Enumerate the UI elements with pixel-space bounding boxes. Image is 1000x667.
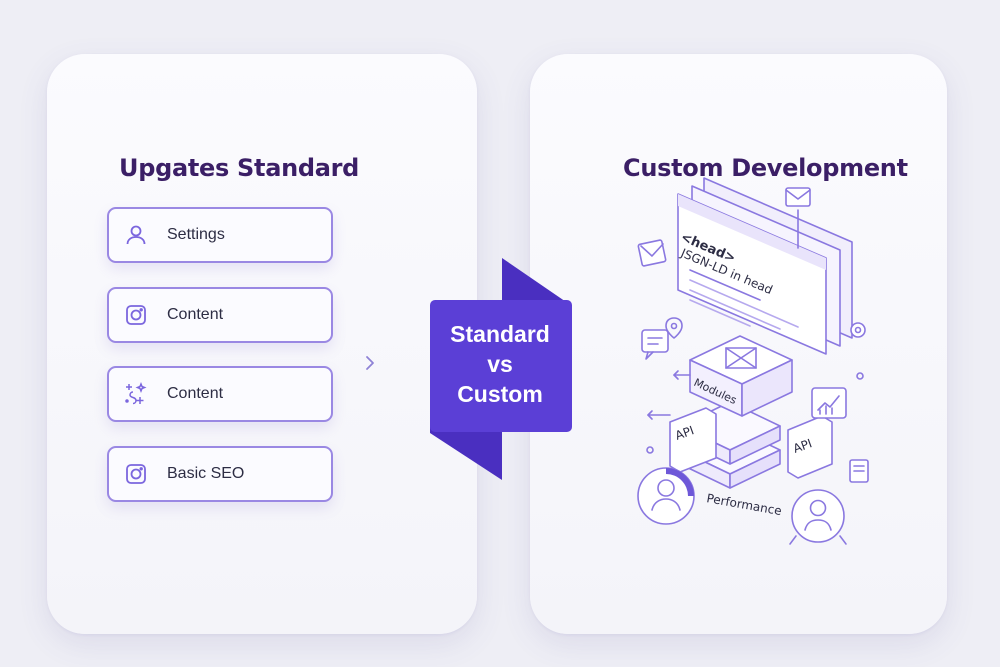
- api-block-left: [669, 407, 717, 473]
- feature-item-basic-seo[interactable]: Basic SEO: [107, 446, 333, 502]
- feature-item-content-2[interactable]: Content: [107, 366, 333, 422]
- performance-label: Performance: [705, 491, 782, 518]
- feature-label: Content: [167, 306, 224, 323]
- feature-label: Basic SEO: [167, 465, 245, 482]
- banner-line-standard: Standard: [450, 321, 550, 347]
- feature-item-settings[interactable]: Settings: [107, 207, 333, 263]
- code-window: [677, 193, 827, 355]
- banner-line-vs: vs: [487, 351, 513, 377]
- feature-label: Content: [167, 385, 224, 402]
- sparkle-settings-icon: [123, 381, 149, 407]
- api-label-right: API: [791, 436, 814, 456]
- comparison-banner: [430, 258, 572, 480]
- custom-panel-title: Custom Development: [623, 154, 908, 182]
- mail-icon: [637, 239, 667, 267]
- chevron-right-icon: [366, 356, 374, 370]
- user-icon: [123, 222, 149, 248]
- location-pin-icon: [665, 317, 683, 339]
- camera-icon: [123, 461, 149, 487]
- api-label-left: API: [673, 423, 696, 443]
- standard-panel-title: Upgates Standard: [119, 154, 360, 182]
- chart-icon: [811, 387, 847, 419]
- standard-panel: Upgates Standard Settings Content: [47, 54, 477, 634]
- gauge-icon: [850, 322, 866, 338]
- mail-icon: [785, 187, 811, 207]
- chat-icon: [641, 329, 669, 353]
- banner-text: Standard vs Custom: [432, 319, 568, 409]
- custom-development-illustration: <head> JSGN-LD in head Modules API API P…: [637, 177, 869, 545]
- camera-icon: [123, 302, 149, 328]
- feature-label: Settings: [167, 226, 225, 243]
- feature-item-content[interactable]: Content: [107, 287, 333, 343]
- banner-line-custom: Custom: [457, 381, 543, 407]
